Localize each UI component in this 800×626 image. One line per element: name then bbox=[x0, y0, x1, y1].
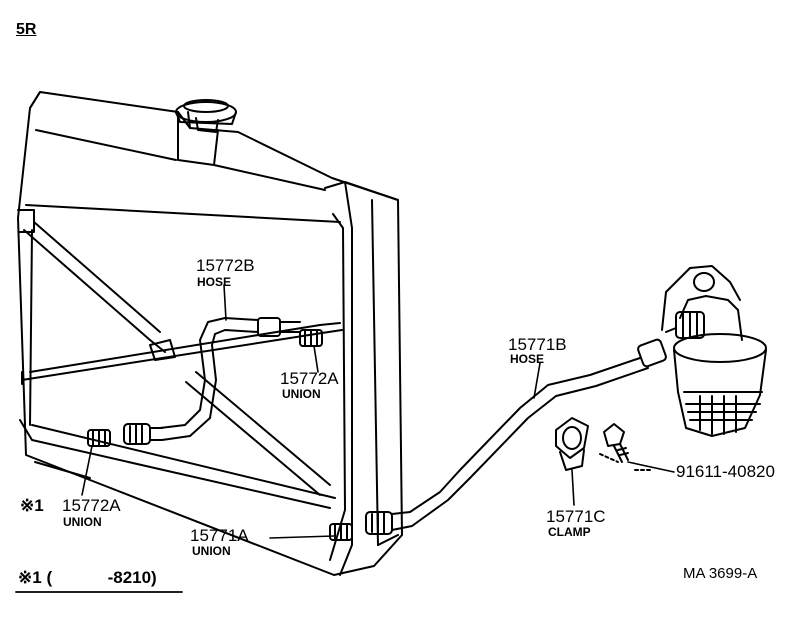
footnote-open-paren: ( bbox=[46, 568, 53, 587]
hose-15772b-illustration bbox=[123, 317, 301, 445]
part-number-91611-40820: 91611-40820 bbox=[676, 462, 775, 481]
oil-filter-illustration bbox=[661, 265, 767, 437]
part-number-15771b: 15771B bbox=[508, 335, 567, 354]
part-name-union-15771a: UNION bbox=[192, 544, 231, 558]
union-15771a-illustration bbox=[329, 523, 353, 541]
footnote-mark: ※1 bbox=[18, 568, 42, 587]
part-number-15771c: 15771C bbox=[546, 507, 606, 526]
bolt-91611-illustration bbox=[599, 423, 653, 471]
footnote-range: ※1 ( -8210) bbox=[18, 569, 157, 586]
part-name-hose-15772b: HOSE bbox=[197, 275, 232, 289]
part-number-15771a: 15771A bbox=[190, 526, 249, 545]
part-name-union-15772a-lower: UNION bbox=[63, 515, 102, 529]
part-name-clamp-15771c: CLAMP bbox=[548, 525, 591, 539]
radiator-illustration bbox=[17, 91, 403, 576]
union-15772a-lower-illustration bbox=[87, 429, 111, 447]
model-code: 5R bbox=[16, 21, 37, 38]
figure-code: MA 3699-A bbox=[683, 565, 758, 582]
part-number-15772a-lower: 15772A bbox=[62, 496, 121, 515]
part-number-15772a-upper: 15772A bbox=[280, 369, 339, 388]
part-name-union-15772a-upper: UNION bbox=[282, 387, 321, 401]
union-15772a-upper-illustration bbox=[299, 329, 323, 347]
hose-15771b-illustration bbox=[365, 338, 667, 535]
footnote-range-value: -8210) bbox=[107, 568, 157, 587]
part-name-hose-15771b: HOSE bbox=[510, 352, 545, 366]
clamp-15771c-illustration bbox=[555, 417, 589, 471]
part-number-15772b: 15772B bbox=[196, 256, 255, 275]
leader-lines bbox=[81, 284, 675, 539]
footnote-mark-15772a: ※1 bbox=[20, 496, 44, 515]
